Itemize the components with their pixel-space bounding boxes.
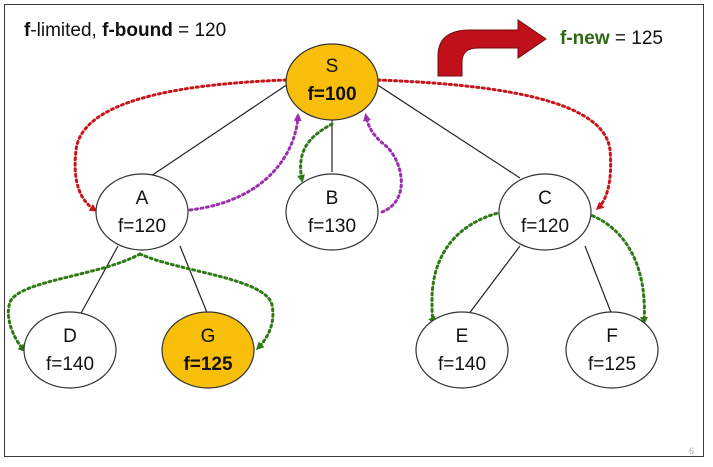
- node-e: E f=140: [415, 311, 509, 389]
- node-d: D f=140: [23, 311, 117, 389]
- green-arrow-a-to-g: [138, 252, 275, 351]
- node-a-name: A: [136, 188, 149, 209]
- edge-s-c: [375, 83, 521, 179]
- green-arrow-c-to-e: [428, 210, 504, 325]
- node-d-f: f=140: [46, 354, 94, 375]
- node-a: A f=120: [95, 173, 189, 251]
- node-c-name: C: [538, 188, 552, 209]
- node-b-name: B: [326, 188, 339, 209]
- red-arrows: [73, 78, 613, 212]
- tree-edges: [79, 83, 613, 316]
- edge-a-g: [179, 245, 209, 316]
- node-b: B f=130: [285, 173, 379, 251]
- node-f-name: F: [606, 326, 618, 347]
- f-new-label: f-new = 125: [560, 28, 663, 49]
- node-g-name: G: [201, 326, 216, 347]
- node-e-name: E: [456, 326, 469, 347]
- node-f: F f=125: [565, 311, 659, 389]
- edge-s-a: [147, 83, 289, 179]
- red-arrow-s-to-a: [73, 78, 288, 212]
- node-s-f: f=100: [307, 84, 356, 105]
- node-s-name: S: [326, 56, 339, 77]
- page-number: 6: [689, 446, 694, 456]
- green-arrows: [7, 122, 649, 353]
- edge-c-e: [467, 245, 521, 316]
- node-e-f: f=140: [438, 354, 486, 375]
- node-s: S f=100: [285, 43, 379, 121]
- purple-arrow-a-to-s: [188, 113, 302, 212]
- green-arrow-s-to-b: [297, 122, 334, 183]
- node-f-f: f=125: [588, 354, 636, 375]
- edge-a-d: [79, 245, 119, 316]
- green-arrow-c-to-f: [580, 210, 649, 325]
- node-c: C f=120: [498, 173, 592, 251]
- node-c-f: f=120: [521, 216, 569, 237]
- purple-arrows: [188, 113, 403, 214]
- f-new-arrow-icon: [437, 19, 547, 77]
- f-limited-header: f-limited, f-bound = 120: [24, 20, 226, 41]
- edge-c-f: [584, 245, 613, 316]
- green-arrow-a-to-d: [7, 252, 142, 353]
- node-g-f: f=125: [183, 354, 233, 375]
- node-a-f: f=120: [118, 216, 166, 237]
- node-b-f: f=130: [308, 216, 356, 237]
- node-g: G f=125: [161, 311, 255, 389]
- purple-arrow-b-to-s: [363, 113, 403, 214]
- node-d-name: D: [63, 326, 77, 347]
- red-arrow-s-to-c: [376, 78, 613, 210]
